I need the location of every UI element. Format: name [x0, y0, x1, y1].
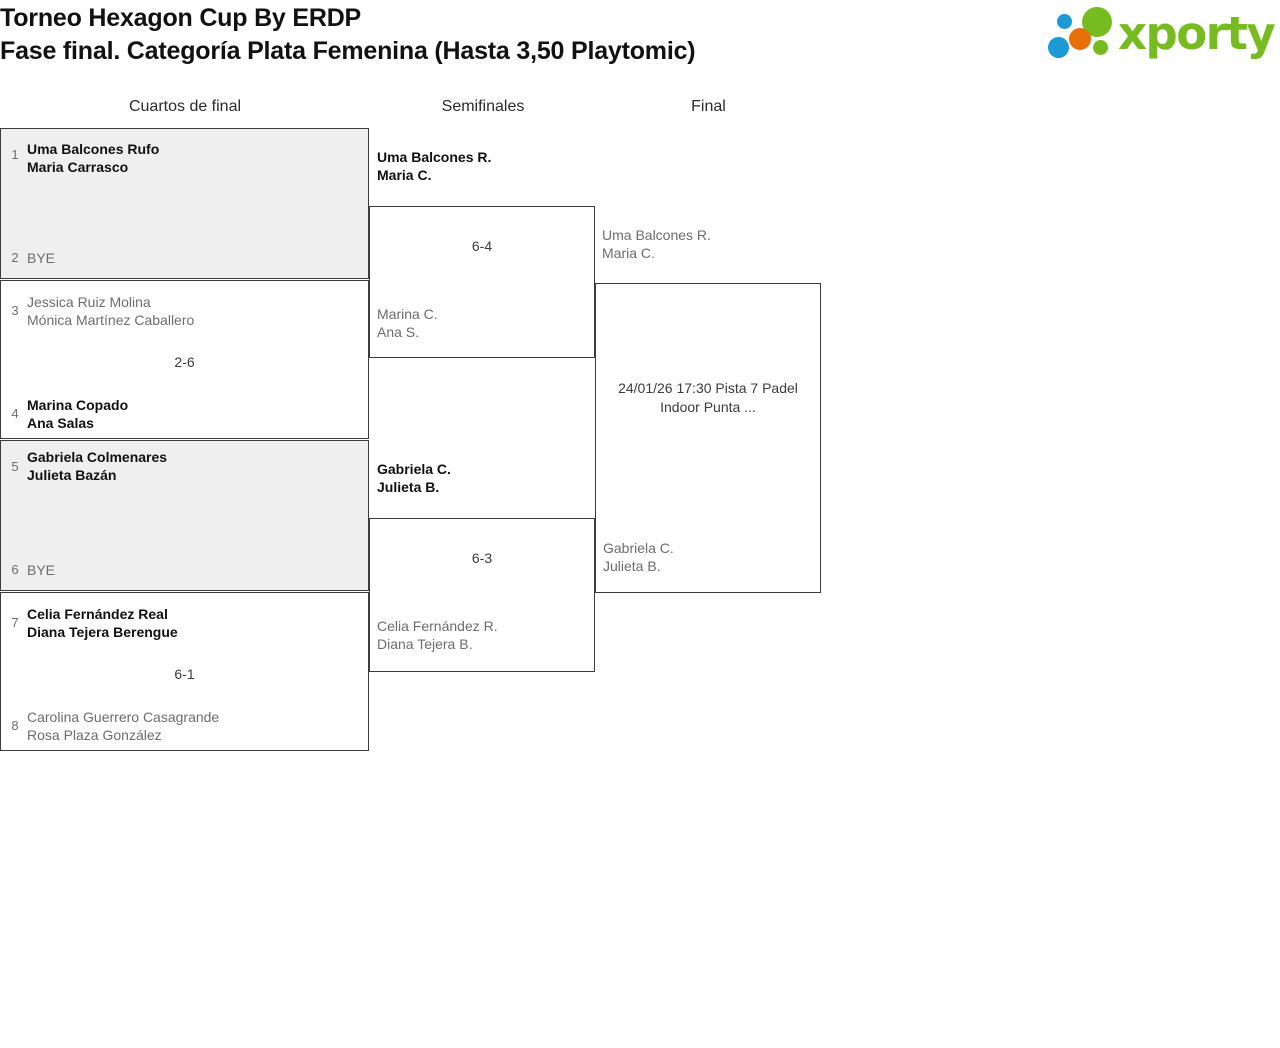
match-score: 6-1 — [174, 666, 195, 682]
team-bottom: Marina Copado Ana Salas — [27, 396, 362, 432]
logo-dot-blue-small — [1057, 14, 1072, 29]
xporty-logo[interactable]: xporty — [1046, 6, 1278, 62]
logo-dot-blue-large — [1048, 37, 1069, 58]
seed-number: 6 — [11, 562, 19, 577]
page-header: Torneo Hexagon Cup By ERDP Fase final. C… — [0, 0, 1280, 88]
player-name: Maria Carrasco — [27, 159, 129, 175]
player-name: Ana S. — [377, 324, 420, 340]
team-top: Gabriela Colmenares Julieta Bazán — [27, 448, 362, 484]
player-name: Uma Balcones R. — [602, 227, 711, 243]
player-name: Carolina Guerrero Casagrande — [27, 709, 220, 725]
match-final[interactable]: 24/01/26 17:30 Pista 7 Padel Indoor Punt… — [595, 283, 821, 593]
team-bottom: BYE — [27, 561, 362, 579]
seed-number: 4 — [11, 406, 19, 421]
sf-1-advancing-team: Uma Balcones R. Maria C. — [377, 148, 491, 184]
logo-dot-green-small — [1093, 40, 1108, 55]
tournament-subtitle: Fase final. Categoría Plata Femenina (Ha… — [0, 37, 696, 65]
team-bottom: BYE — [27, 249, 362, 267]
player-name: Ana Salas — [27, 415, 94, 431]
team-loser: Marina C. Ana S. — [377, 305, 438, 341]
round-header-semifinals: Semifinales — [441, 98, 525, 115]
match-qf-2[interactable]: 3 Jessica Ruiz Molina Mónica Martínez Ca… — [0, 280, 369, 439]
logo-wordmark: xporty — [1118, 7, 1276, 60]
match-score: 6-3 — [471, 550, 493, 566]
player-name: Celia Fernández R. — [377, 618, 498, 634]
player-name: BYE — [27, 562, 56, 578]
player-name: Marina C. — [377, 306, 438, 322]
team-loser: Celia Fernández R. Diana Tejera B. — [377, 617, 498, 653]
round-header-quarterfinals: Cuartos de final — [128, 98, 242, 115]
seed-number: 1 — [11, 147, 19, 162]
sf-2-advancing-team: Gabriela C. Julieta B. — [377, 460, 451, 496]
seed-number: 3 — [11, 303, 19, 318]
logo-dots-icon — [1046, 6, 1124, 62]
page-title: Torneo Hexagon Cup By ERDP Fase final. C… — [0, 2, 900, 68]
match-score: 2-6 — [174, 354, 195, 370]
round-header-final: Final — [691, 98, 726, 115]
player-name: Julieta B. — [603, 558, 661, 574]
player-name: Maria C. — [377, 167, 432, 183]
match-info: 24/01/26 17:30 Pista 7 Padel Indoor Punt… — [618, 380, 798, 415]
player-name: Marina Copado — [27, 397, 129, 413]
player-name: Celia Fernández Real — [27, 606, 168, 622]
player-name: Jessica Ruiz Molina — [27, 294, 151, 310]
player-name: Gabriela Colmenares — [27, 449, 168, 465]
match-qf-1[interactable]: 1 Uma Balcones Rufo Maria Carrasco 2 BYE — [0, 128, 369, 279]
player-name: Julieta Bazán — [27, 467, 117, 483]
logo-dot-orange — [1069, 28, 1091, 50]
player-name: Uma Balcones R. — [377, 149, 492, 165]
player-name: Diana Tejera Berengue — [27, 624, 178, 640]
player-name: Diana Tejera B. — [377, 636, 473, 652]
match-qf-4[interactable]: 7 Celia Fernández Real Diana Tejera Bere… — [0, 592, 369, 751]
seed-number: 5 — [11, 459, 19, 474]
match-sf-1[interactable]: 6-4 Marina C. Ana S. — [369, 206, 595, 358]
player-name: Gabriela C. — [377, 461, 451, 477]
player-name: Rosa Plaza González — [27, 727, 162, 743]
player-name: Julieta B. — [377, 479, 440, 495]
player-name: BYE — [27, 250, 56, 266]
seed-number: 8 — [11, 718, 19, 733]
match-score: 6-4 — [471, 238, 493, 254]
player-name: Maria C. — [602, 245, 655, 261]
team-top: Uma Balcones Rufo Maria Carrasco — [27, 140, 362, 176]
team-top: Celia Fernández Real Diana Tejera Bereng… — [27, 605, 362, 641]
seed-number: 7 — [11, 615, 19, 630]
tournament-name: Torneo Hexagon Cup By ERDP — [0, 4, 362, 32]
player-name: Uma Balcones Rufo — [27, 141, 160, 157]
team-top: Jessica Ruiz Molina Mónica Martínez Caba… — [27, 293, 362, 329]
team-bottom: Carolina Guerrero Casagrande Rosa Plaza … — [27, 708, 362, 744]
player-name: Mónica Martínez Caballero — [27, 312, 195, 328]
match-sf-2[interactable]: 6-3 Celia Fernández R. Diana Tejera B. — [369, 518, 595, 672]
player-name: Gabriela C. — [603, 540, 674, 556]
match-qf-3[interactable]: 5 Gabriela Colmenares Julieta Bazán 6 BY… — [0, 440, 369, 591]
seed-number: 2 — [11, 250, 19, 265]
final-top-team: Uma Balcones R. Maria C. — [602, 226, 711, 262]
team-bottom: Gabriela C. Julieta B. — [603, 539, 674, 575]
